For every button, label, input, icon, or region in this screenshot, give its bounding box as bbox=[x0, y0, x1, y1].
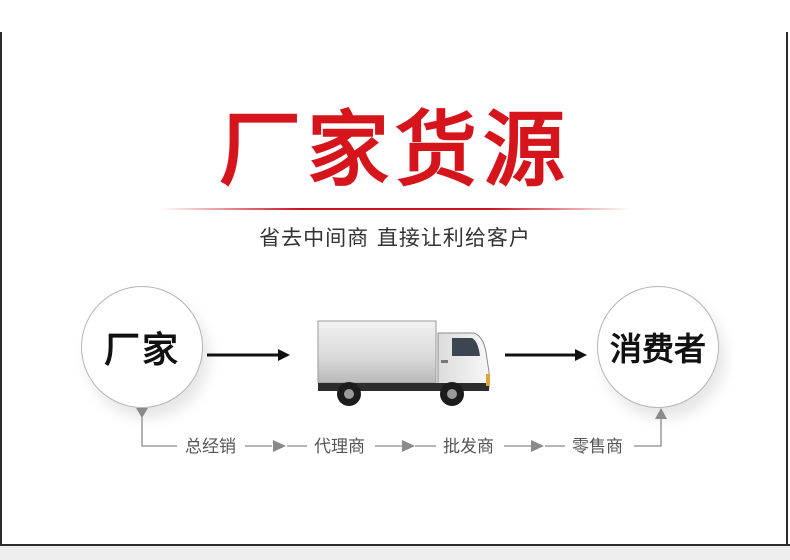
headline: 厂家货源 bbox=[218, 103, 571, 198]
subheadline: 省去中间商 直接让利给客户 bbox=[259, 226, 531, 250]
manufacturer-circle: 厂家 bbox=[81, 286, 203, 408]
consumer-circle: 消费者 bbox=[597, 286, 719, 408]
truck-icon bbox=[317, 320, 490, 406]
consumer-label: 消费者 bbox=[609, 330, 706, 368]
manufacturer-label: 厂家 bbox=[103, 330, 180, 371]
top-margin bbox=[0, 0, 790, 32]
chain-step-retailer: 零售商 bbox=[572, 437, 623, 457]
headline-divider bbox=[160, 208, 630, 210]
chain-arrow-3 bbox=[531, 440, 544, 452]
left-border bbox=[0, 32, 2, 544]
chain-step-wholesaler: 批发商 bbox=[443, 437, 494, 457]
direct-arrow-right bbox=[505, 349, 587, 361]
right-border bbox=[786, 32, 788, 544]
chain-step-agent: 代理商 bbox=[314, 437, 365, 457]
chain-arrow-end bbox=[655, 408, 667, 419]
chain-lines bbox=[141, 416, 662, 447]
chain-arrow-2 bbox=[402, 440, 415, 452]
chain-arrow-start bbox=[136, 408, 148, 418]
direct-arrow-left bbox=[207, 349, 290, 361]
bottom-border bbox=[0, 544, 790, 560]
chain-step-distributor: 总经销 bbox=[185, 437, 236, 457]
chain-arrow-1 bbox=[273, 440, 286, 452]
